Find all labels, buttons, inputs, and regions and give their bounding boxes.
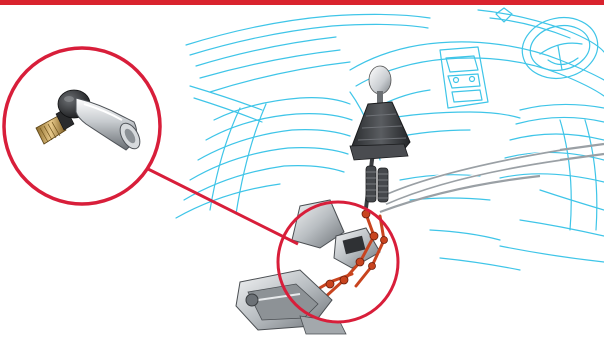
top-rule	[0, 0, 604, 5]
shift-knob	[369, 66, 391, 94]
callout-connector	[146, 168, 298, 244]
cable-sleeves	[366, 166, 388, 202]
knob-shaft	[377, 91, 383, 103]
callout-large-circle	[4, 48, 160, 204]
gear-linkage-assembly	[236, 66, 604, 334]
